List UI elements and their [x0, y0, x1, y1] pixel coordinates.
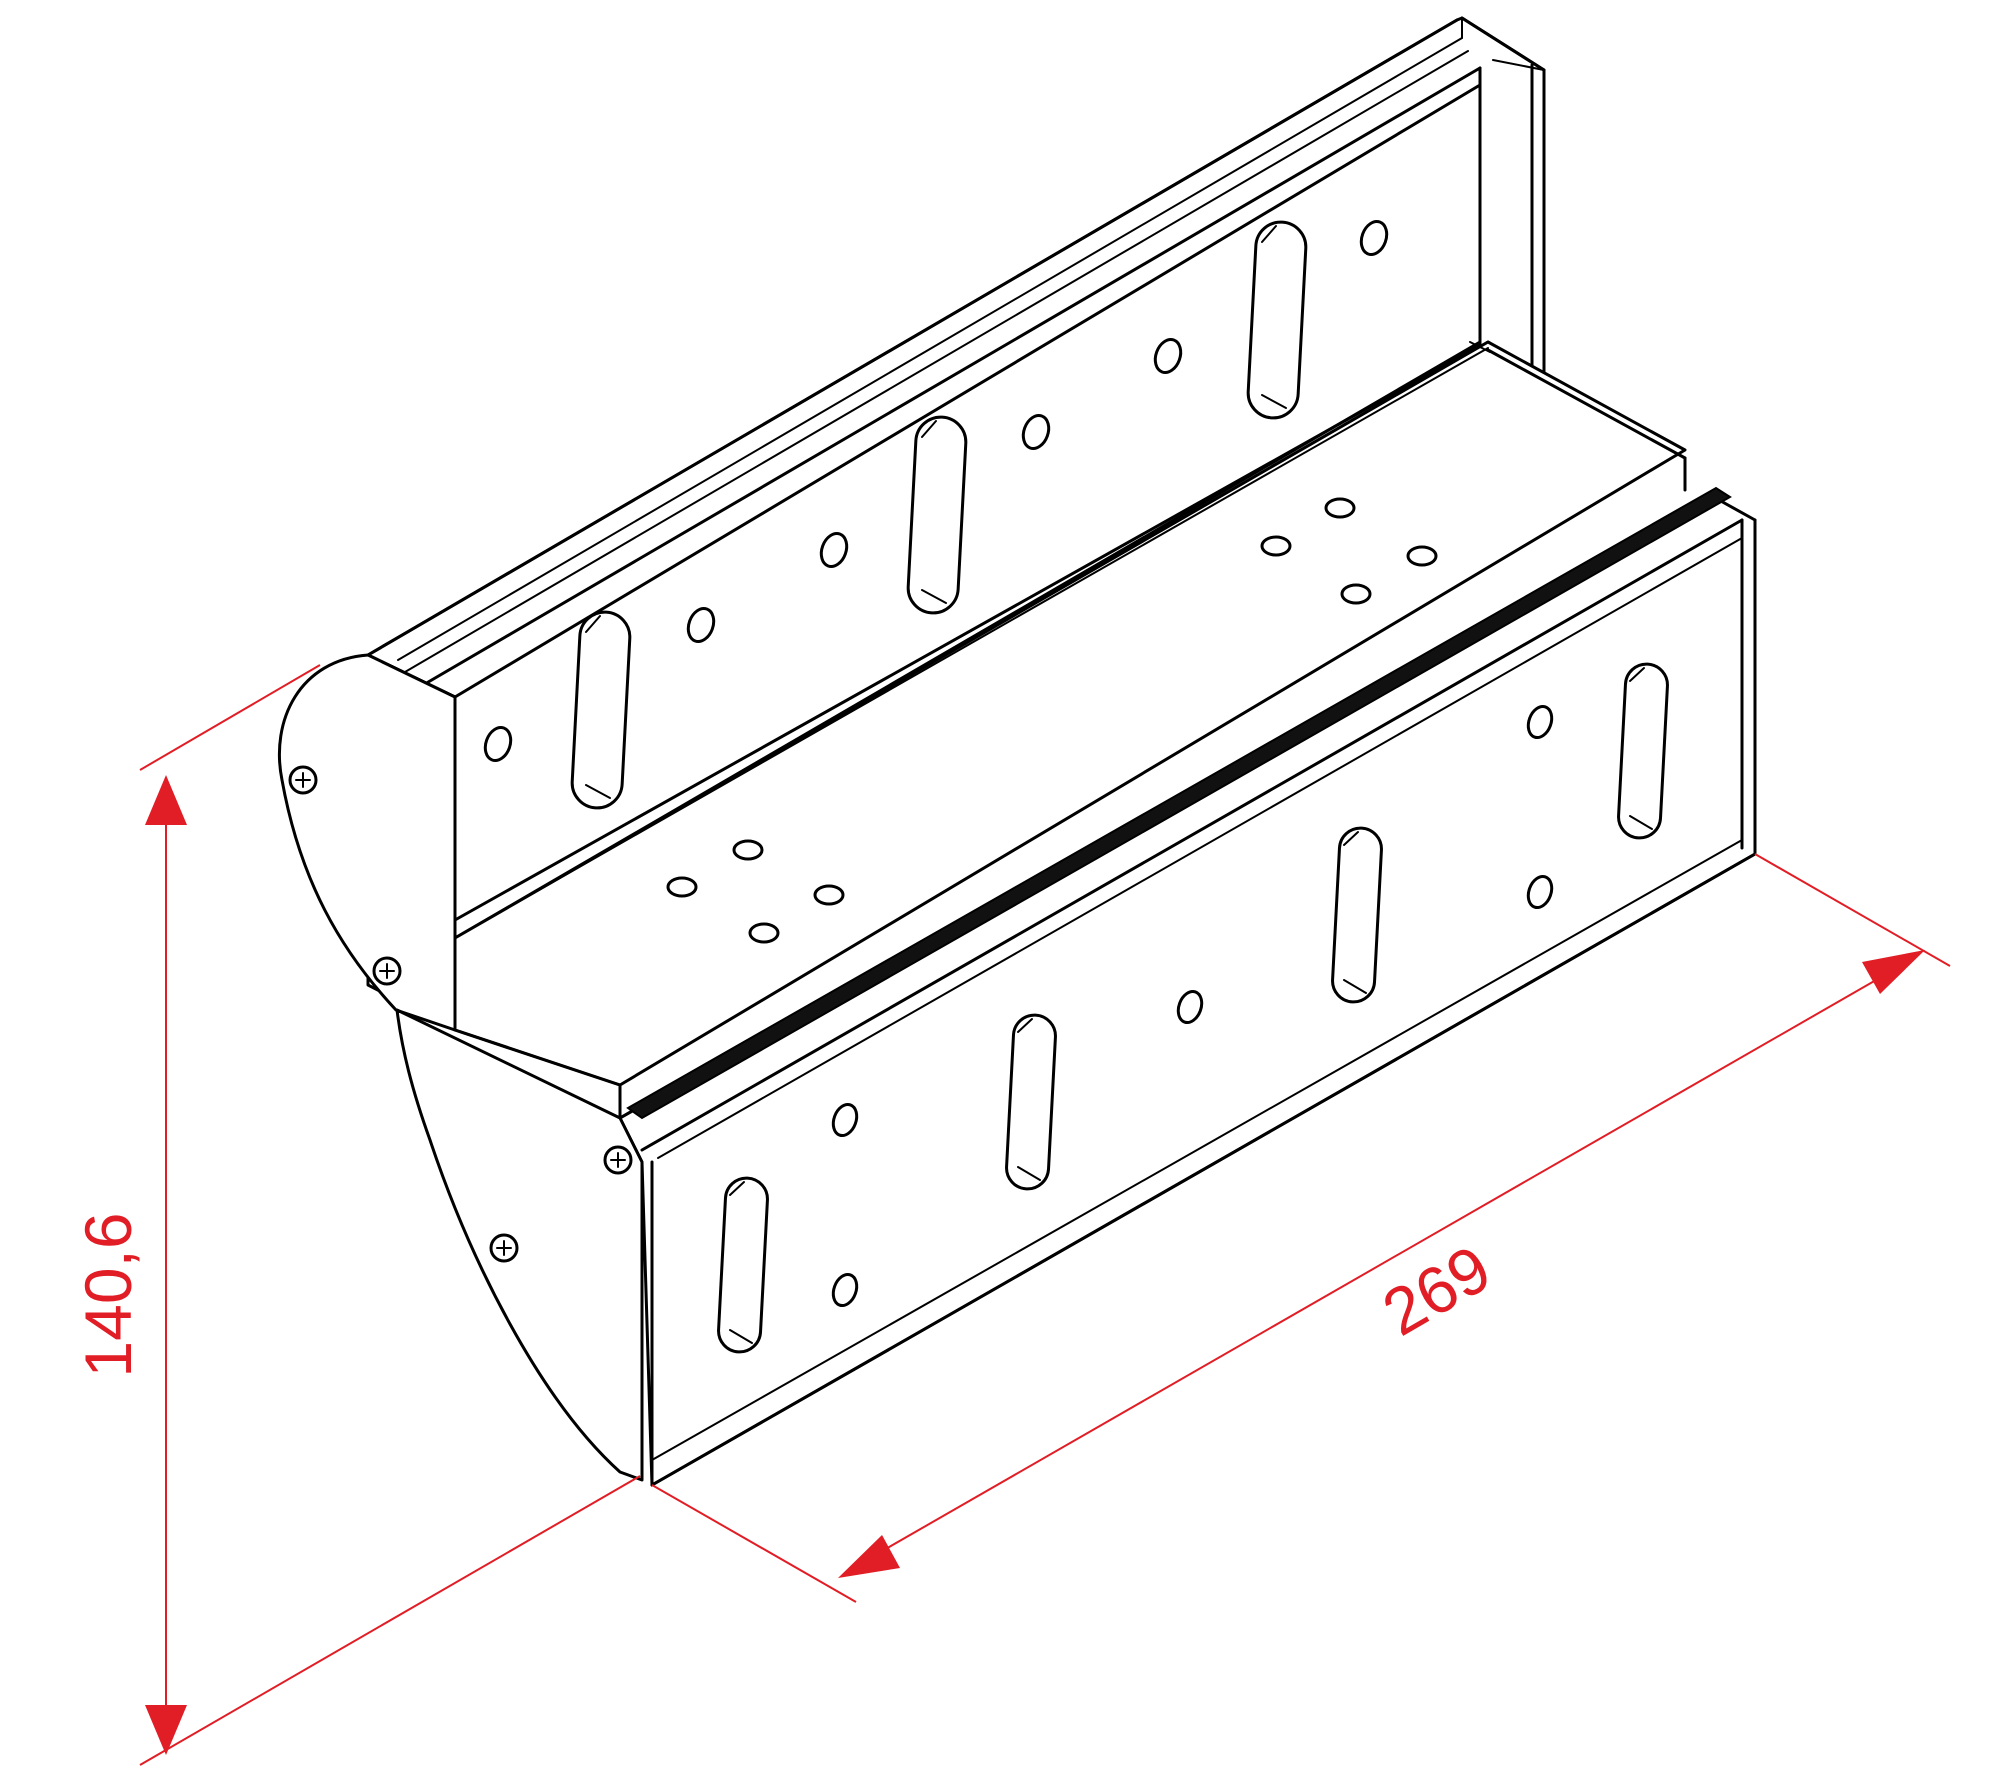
hole [813, 884, 845, 906]
slot [1617, 662, 1669, 840]
slot-bevel [921, 420, 947, 604]
hole [831, 1273, 859, 1307]
hole [732, 839, 764, 861]
slot [717, 1176, 769, 1354]
hole [831, 1103, 859, 1137]
arrow-head-left [838, 1535, 900, 1578]
hole [1324, 497, 1356, 519]
hole [686, 607, 716, 643]
slot [1331, 826, 1383, 1004]
height-dimension: 140,6 [71, 664, 641, 1766]
seal-strip [626, 486, 1732, 1120]
hole [1340, 583, 1372, 605]
screw [603, 1145, 633, 1175]
hole [483, 726, 513, 762]
arrow-head-up [145, 775, 187, 825]
extension-line [139, 664, 321, 771]
hole [819, 532, 849, 568]
arrow-head-down [145, 1705, 187, 1755]
arrow-head-right [1862, 950, 1925, 994]
dimension-line [869, 971, 1891, 1559]
slot-bevel [1261, 225, 1287, 409]
extension-line [1754, 853, 1951, 967]
hole [1526, 875, 1554, 909]
left-end-cap-upper [277, 653, 457, 1032]
slot [906, 415, 968, 615]
front-plate-holes [717, 662, 1669, 1354]
extension-line [651, 1484, 857, 1603]
back-plate-holes [483, 220, 1389, 810]
length-label: 269 [1370, 1231, 1502, 1350]
slot [570, 610, 632, 810]
left-end-cap-lower [395, 1008, 644, 1482]
front-plate [618, 486, 1757, 1487]
hole [666, 876, 698, 898]
hole [1359, 220, 1389, 256]
slot-bevel [585, 615, 611, 799]
hole [1526, 705, 1554, 739]
slot [1246, 220, 1308, 420]
screw [372, 956, 402, 986]
base-plate [453, 340, 1687, 1120]
hole [1153, 338, 1183, 374]
slot [1005, 1013, 1057, 1191]
hole [1260, 535, 1292, 557]
hole [1176, 990, 1204, 1024]
height-label: 140,6 [71, 1212, 145, 1377]
hole [1406, 545, 1438, 567]
screw [489, 1233, 519, 1263]
hole [748, 922, 780, 944]
screw [288, 765, 318, 795]
extension-line [139, 1475, 641, 1766]
back-plate [366, 16, 1546, 1032]
hole [1021, 414, 1051, 450]
